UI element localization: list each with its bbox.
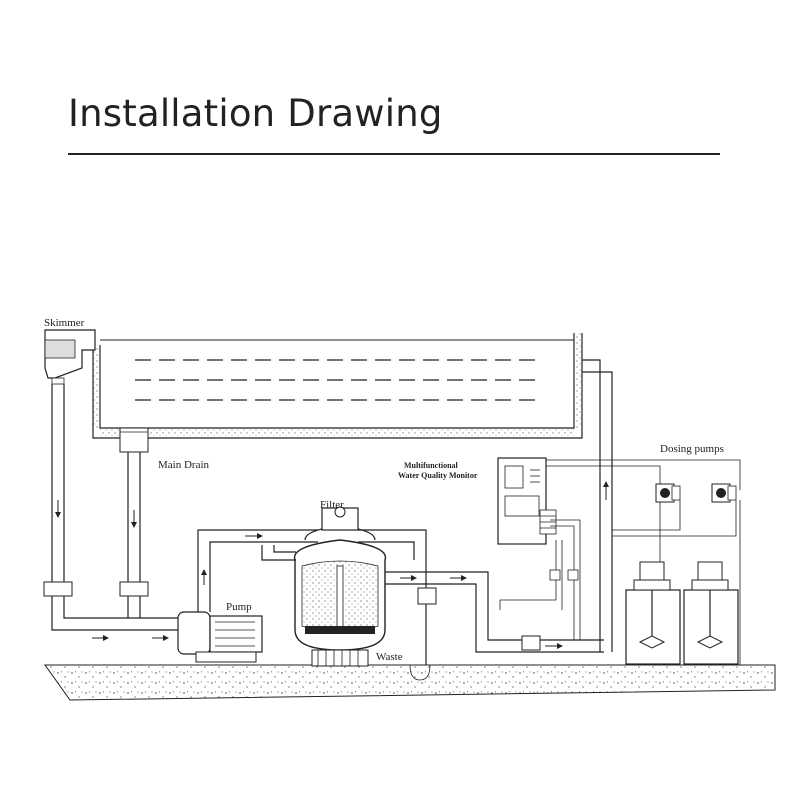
skimmer: [44, 329, 96, 385]
ground-slab: [44, 664, 776, 701]
title-underline: [68, 153, 720, 155]
filter-label: Filter: [320, 499, 344, 511]
dosing-pump-1: [655, 483, 681, 503]
pump: [177, 611, 263, 663]
monitor-label-line1: Multifunctional: [404, 461, 459, 470]
dosing-pumps-label: Dosing pumps: [660, 443, 724, 455]
main-drain-label: Main Drain: [158, 459, 210, 471]
page-title: Installation Drawing: [68, 92, 443, 135]
suction-pipes: [43, 384, 190, 641]
main-drain: [119, 427, 149, 453]
chemical-tank-2: [683, 561, 739, 665]
filter-outlet-pipes: [261, 529, 604, 681]
sample-lines: [499, 519, 581, 640]
chemical-tank-1: [625, 561, 681, 665]
dosing-pump-2: [711, 483, 737, 503]
pump-discharge-pipe: [197, 529, 318, 612]
pool-basin: [92, 333, 583, 439]
pump-label: Pump: [226, 601, 252, 613]
water-quality-monitor: [497, 457, 557, 545]
waste-label: Waste: [376, 651, 403, 663]
monitor-label-line2: Water Quality Monitor: [398, 471, 478, 480]
return-pipe: [582, 359, 613, 652]
skimmer-label: Skimmer: [44, 317, 85, 329]
sand-filter: [293, 506, 387, 667]
